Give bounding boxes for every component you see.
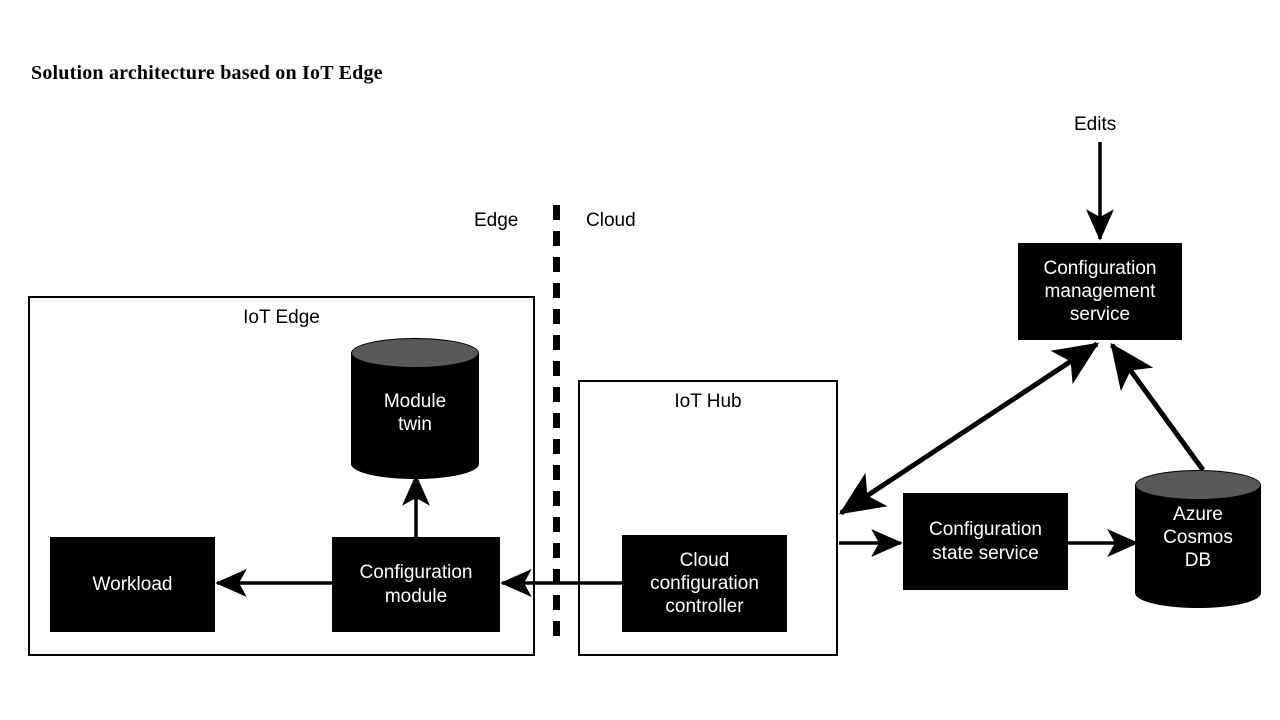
container-label-iot-hub: IoT Hub bbox=[674, 391, 742, 412]
edits-label: Edits bbox=[1074, 114, 1117, 135]
node-configuration-state-service[interactable]: Configuration state service bbox=[903, 493, 1068, 590]
node-label-line3: controller bbox=[665, 596, 744, 618]
node-label-line2: state service bbox=[932, 542, 1039, 564]
node-label-line2: module bbox=[384, 585, 448, 607]
edge-cloud-divider bbox=[553, 205, 560, 645]
node-label-line1: Configuration bbox=[928, 519, 1043, 541]
node-label-line2: configuration bbox=[650, 572, 759, 594]
zone-label-edge: Edge bbox=[474, 210, 519, 231]
arrow-cosmos-db-to-management-service bbox=[1109, 342, 1206, 472]
cylinder-top bbox=[351, 338, 479, 368]
node-label-line1: Configuration bbox=[1043, 257, 1157, 279]
node-workload[interactable]: Workload bbox=[50, 537, 215, 632]
container-label-iot-edge: IoT Edge bbox=[243, 307, 320, 328]
node-label-line3: DB bbox=[1184, 550, 1212, 572]
cylinder-body bbox=[351, 353, 479, 464]
container-iot-hub: IoT Hub bbox=[578, 380, 838, 656]
node-label-line2: Cosmos bbox=[1163, 527, 1233, 549]
node-configuration-management-service[interactable]: Configuration management service bbox=[1018, 243, 1182, 340]
node-label-line1: Cloud bbox=[679, 549, 730, 571]
cylinder-top bbox=[1135, 470, 1261, 500]
node-label-line1: Module bbox=[383, 391, 447, 412]
node-label-workload: Workload bbox=[92, 573, 173, 595]
node-label-line1: Azure bbox=[1173, 504, 1223, 525]
cylinder-body bbox=[1135, 485, 1261, 593]
zone-label-cloud: Cloud bbox=[586, 210, 636, 231]
node-label-line2: management bbox=[1044, 280, 1156, 302]
node-module-twin[interactable]: Module twin bbox=[351, 338, 479, 479]
node-configuration-module[interactable]: Configuration module bbox=[332, 537, 500, 632]
node-label-line2: twin bbox=[398, 414, 432, 436]
node-label-line1: Configuration bbox=[359, 562, 473, 584]
arrow-management-service-to-iot-hub bbox=[838, 341, 1100, 516]
container-iot-edge: IoT Edge bbox=[28, 296, 535, 656]
node-azure-cosmos-db[interactable]: Azure Cosmos DB bbox=[1135, 470, 1261, 608]
node-label-line3: service bbox=[1069, 304, 1131, 326]
node-cloud-configuration-controller[interactable]: Cloud configuration controller bbox=[622, 535, 787, 632]
page-title: Solution architecture based on IoT Edge bbox=[31, 62, 383, 84]
